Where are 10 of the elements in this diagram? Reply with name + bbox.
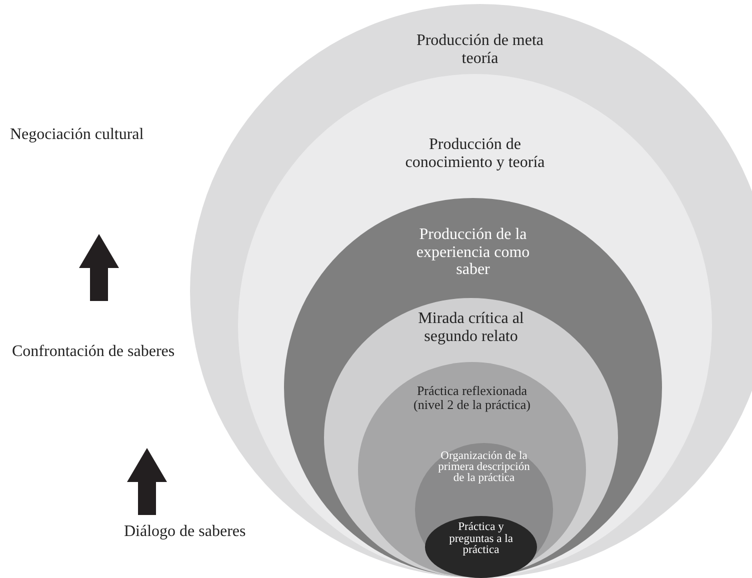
circle-label: Organización de la primera descripción de la práctica xyxy=(437,451,531,484)
circle-label: Producción de meta teoría xyxy=(415,32,545,69)
circle-label: Práctica reflexionada (nivel 2 de la práctica) xyxy=(412,384,532,413)
circle-label: Práctica y preguntas a la práctica xyxy=(448,522,514,556)
circle-label: Producción de conocimiento y teoría xyxy=(404,136,546,173)
circle-label: Producción de la experiencia como saber xyxy=(415,226,531,279)
circle-label: Mirada crítica al segundo relato xyxy=(417,310,525,347)
stage-label: Diálogo de saberes xyxy=(124,523,246,541)
stage-label: Negociación cultural xyxy=(10,126,144,144)
stage-label: Confrontación de saberes xyxy=(12,343,175,361)
